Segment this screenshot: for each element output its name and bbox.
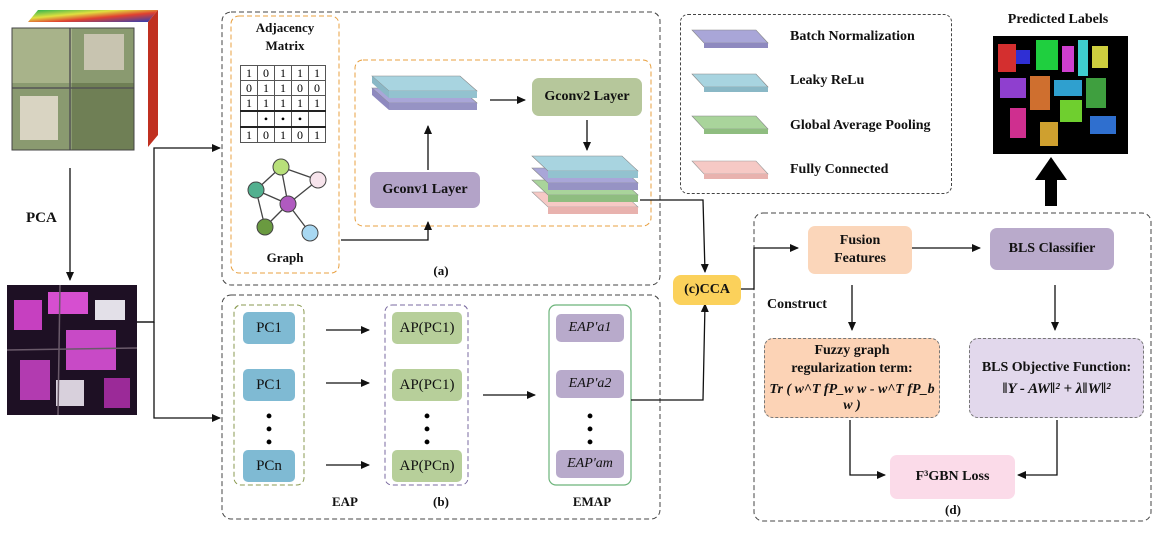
arrows [66,96,1059,479]
bls-classifier-box: BLS Classifier [990,228,1114,270]
legend-label-batch-normalization: Batch Normalization [790,29,915,44]
ap-box-1: AP(PC1) [392,312,462,344]
construct-label: Construct [767,297,827,312]
f3gbn-loss-box: F³GBN Loss [890,455,1015,499]
predicted-labels-map [993,36,1128,154]
fusion-features-box: Fusion Features [808,226,912,274]
graph-label: Graph [266,250,304,265]
fuzzy-title-line2: regularization term: [791,361,913,376]
bls-objective-title: BLS Objective Function: [981,359,1132,375]
predicted-labels-title: Predicted Labels [1007,12,1109,27]
emap-label: EMAP [572,494,612,509]
pc-box-1: PC1 [243,312,295,344]
gcn-panel-border [354,59,652,227]
ap-ellipsis: ••• [423,406,431,452]
pc-column-border [233,304,305,486]
emap-box-2: EAP'a2 [556,370,624,398]
pc-box-2: PC1 [243,369,295,401]
fuzzy-formula: Tr ( w^T fP_w w - w^T fP_b w ) [769,382,935,413]
pca-image [6,284,138,416]
panel-d-border [753,212,1152,522]
gconv1-layer-box: Gconv1 Layer [370,172,480,208]
adjacency-title-line1: Adjacency [255,20,315,35]
ap-box-n: AP(PCn) [392,450,462,482]
eap-label: EAP [332,494,358,509]
emap-column-border [548,304,632,486]
panel-d-caption: (d) [945,502,961,517]
adjacency-panel-border [230,15,340,274]
ap-box-2: AP(PC1) [392,369,462,401]
legend-box [680,14,952,194]
hyperspectral-cube [11,10,158,151]
legend-label-leaky-relu: Leaky ReLu [790,73,865,88]
fusion-line1: Fusion [839,233,881,248]
cca-box: (c)CCA [673,275,741,305]
panel-a-border [221,11,661,286]
panel-b-border [221,294,661,520]
fuzzy-graph-term-box: Fuzzy graph regularization term: Tr ( w^… [764,338,940,418]
fusion-line2: Features [834,251,886,266]
emap-ellipsis: ••• [586,406,594,452]
legend-label-global-average-pooling: Global Average Pooling [790,118,931,133]
gcn-output-stack-icon [531,155,639,214]
legend-swatches [691,29,769,179]
adjacency-title-line2: Matrix [265,38,305,53]
emap-box-1: EAP'a1 [556,314,624,342]
panel-a-caption: (a) [433,263,449,278]
output-big-arrow [1035,157,1067,206]
gconv2-layer-box: Gconv2 Layer [532,78,642,116]
ap-column-border [384,304,469,486]
bls-objective-formula: ‖Y - AW‖² + λ‖W‖² [1002,380,1111,397]
pca-label: PCA [26,210,57,226]
graph-drawing [247,158,327,242]
legend-label-fully-connected: Fully Connected [790,162,889,177]
fuzzy-title-line1: Fuzzy graph [814,343,890,358]
bls-objective-box: BLS Objective Function: ‖Y - AW‖² + λ‖W‖… [969,338,1144,418]
pc-box-n: PCn [243,450,295,482]
gcn-input-stack-icon [371,75,478,110]
pc-ellipsis: ••• [265,406,273,452]
panel-b-caption: (b) [433,494,449,509]
emap-box-m: EAP'am [556,450,624,478]
